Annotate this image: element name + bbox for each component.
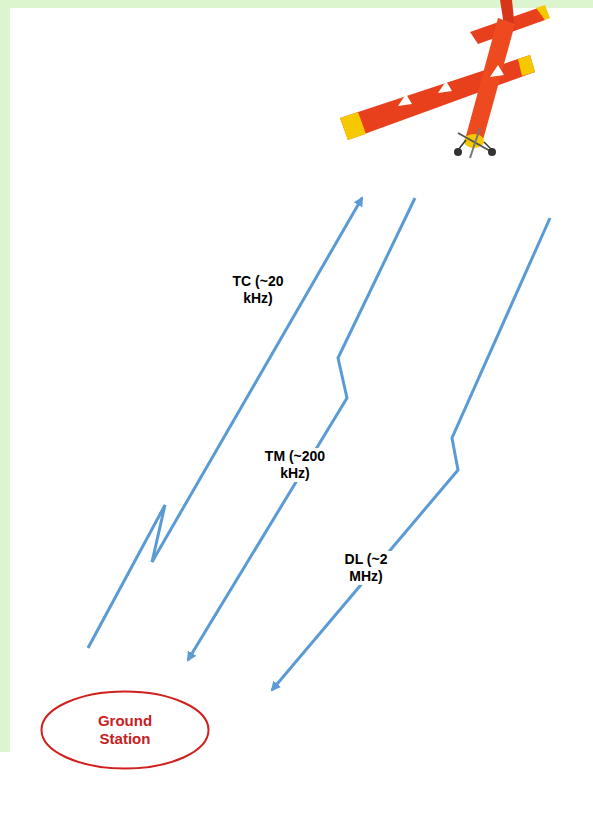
link-label: DL (~2 MHz): [331, 551, 401, 585]
downlink-arrow: [188, 198, 415, 660]
station-ellipse: Ground Station: [40, 690, 210, 770]
link-label: TM (~200 kHz): [255, 448, 335, 482]
station-label: Ground Station: [85, 712, 165, 748]
frame-strip: [0, 0, 10, 752]
airplane: [340, 0, 550, 158]
link-label: TC (~20 kHz): [221, 273, 295, 307]
uplink-arrow: [88, 198, 362, 648]
